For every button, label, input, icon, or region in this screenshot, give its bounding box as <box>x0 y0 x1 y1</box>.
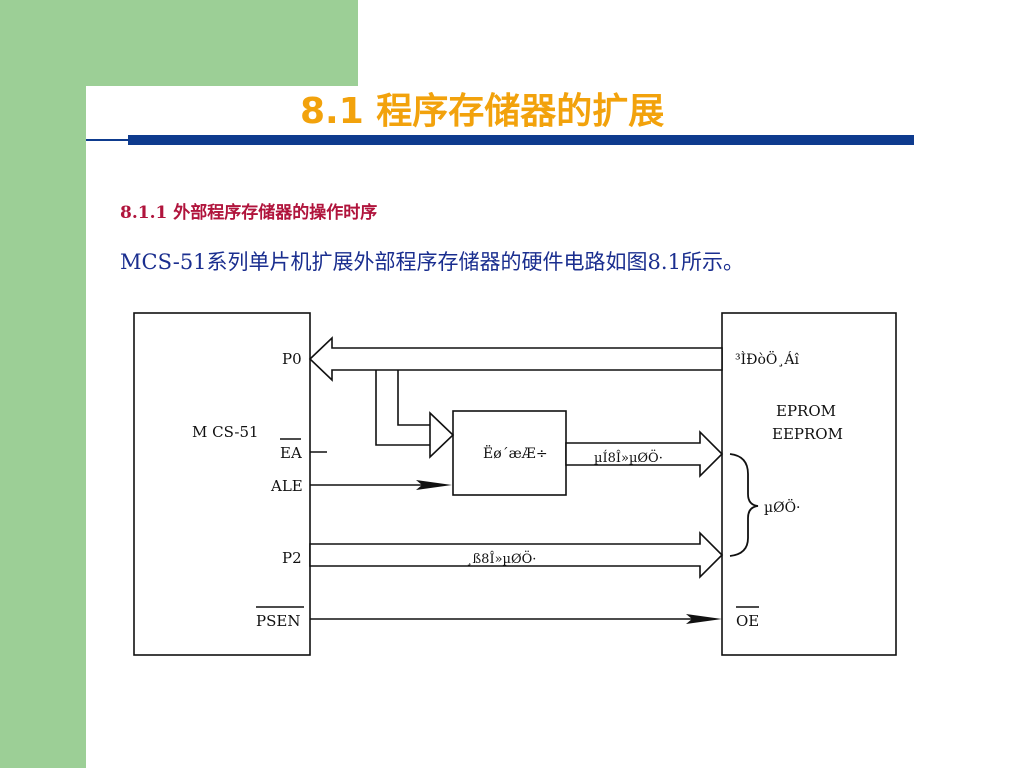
pin-ea: EA <box>280 444 302 462</box>
section-heading: 8.1.1 外部程序存储器的操作时序 <box>120 203 378 223</box>
latch-label: Ëø´æÆ÷ <box>483 444 548 462</box>
slide-title: 8.1 程序存储器的扩展 <box>300 91 665 132</box>
latch-input-arrow <box>429 411 455 459</box>
address-brace <box>729 453 759 557</box>
slide-description: MCS-51系列单片机扩展外部程序存储器的硬件电路如图8.1所示。 <box>120 250 744 274</box>
mcu-name: M CS-51 <box>192 423 259 441</box>
high-address-bus-arrow <box>309 531 724 579</box>
pin-p0: P0 <box>282 350 302 368</box>
latch-block <box>452 410 567 496</box>
low-address-bus-arrow <box>565 430 724 478</box>
memory-oe-pin: OE <box>736 612 759 630</box>
high-address-label: ¸ß8Î»µØÖ· <box>466 550 536 567</box>
memory-block <box>721 312 897 656</box>
data-bus-arrow <box>308 336 723 382</box>
memory-type-eeprom: EEPROM <box>772 425 843 443</box>
pin-p2: P2 <box>282 549 302 567</box>
low-address-label: µÍ8Î»µØÖ· <box>594 449 663 466</box>
pin-ale: ALE <box>270 477 303 495</box>
ale-arrowhead <box>416 480 452 490</box>
left-green-band <box>0 0 86 768</box>
psen-arrowhead <box>686 614 722 624</box>
memory-data-pin: ³ÌÐòÖ¸Áî <box>735 350 799 368</box>
title-underline-thin <box>86 139 130 141</box>
title-underline-bar <box>128 135 914 145</box>
memory-address-label: µØÖ· <box>764 498 801 516</box>
rounded-content-corner <box>86 86 206 206</box>
top-green-band <box>86 0 358 86</box>
mcu-block <box>133 312 311 656</box>
pin-psen: PSEN <box>256 612 300 630</box>
latch-input-branch <box>375 370 430 446</box>
memory-type-eprom: EPROM <box>776 402 836 420</box>
